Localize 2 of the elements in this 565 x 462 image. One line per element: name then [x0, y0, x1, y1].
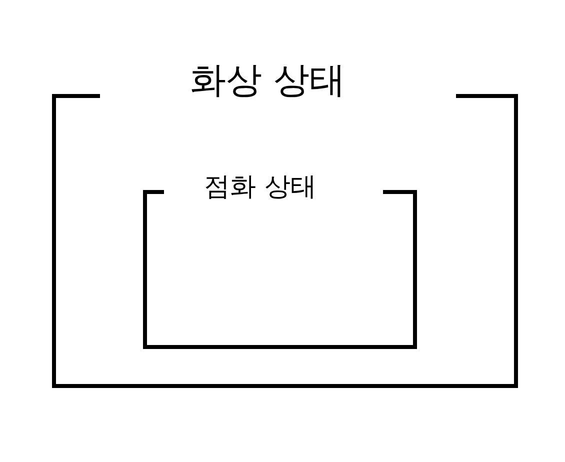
group-heading: 화상 상태 — [190, 59, 346, 103]
group-heading: 점화 상태 — [204, 171, 316, 204]
